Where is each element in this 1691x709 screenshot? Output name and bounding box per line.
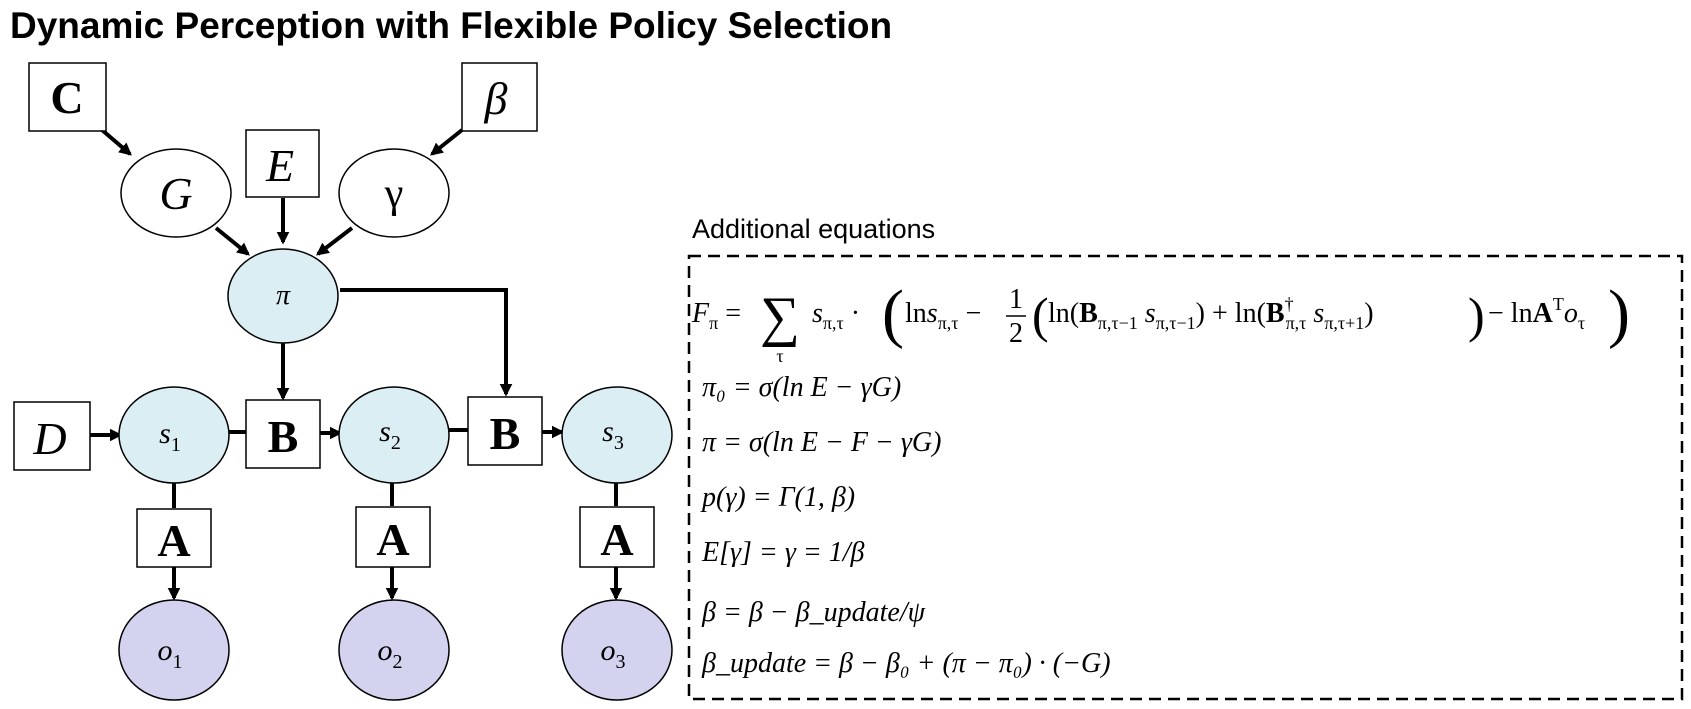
- equation-beta: β = β − β_update/ψ: [701, 597, 926, 628]
- svg-text:o2: o2: [378, 634, 403, 673]
- box-b1: B: [245, 399, 321, 469]
- svg-text:lnsπ,τ −: lnsπ,τ −: [905, 298, 981, 333]
- svg-text:2: 2: [1009, 318, 1023, 349]
- svg-text:1: 1: [1009, 284, 1023, 315]
- svg-text:o1: o1: [158, 634, 183, 673]
- equation-pi-prior: π₀ = σ(ln E − γG): [702, 372, 901, 403]
- box-a2: A: [355, 506, 431, 568]
- svg-text:G: G: [159, 168, 192, 219]
- equation-beta-update: β_update = β − β₀ + (π − π₀) · (−G): [701, 648, 1111, 679]
- node-g: G: [120, 148, 232, 238]
- svg-text:): ): [1468, 287, 1485, 343]
- box-c: C: [28, 62, 107, 132]
- box-b2: B: [467, 396, 543, 466]
- svg-text:C: C: [50, 72, 83, 123]
- svg-text:A: A: [376, 514, 409, 565]
- svg-text:β: β: [484, 73, 508, 124]
- edge-pi-to-b2: [340, 288, 513, 397]
- svg-text:A: A: [157, 515, 190, 566]
- svg-text:Fπ =: Fπ =: [691, 298, 741, 333]
- box-a1: A: [136, 508, 212, 568]
- equation-e-gamma: E[γ] = γ = 1/β: [701, 537, 865, 568]
- node-s3: s3: [561, 386, 673, 484]
- svg-text:E: E: [265, 140, 294, 191]
- edge-gamma-to-pi: [315, 226, 354, 256]
- equation-free-energy: Fπ = ∑ τ sπ,τ · ( lnsπ,τ − 1 2 ( ln(Bπ,τ…: [691, 277, 1630, 366]
- edge-g-to-pi: [214, 226, 250, 256]
- edges: [90, 128, 623, 601]
- svg-text:s1: s1: [159, 417, 181, 456]
- equations-heading: Additional equations: [692, 214, 935, 244]
- svg-text:sπ,τ ·: sπ,τ ·: [812, 298, 860, 333]
- equation-p-gamma: p(γ) = Γ(1, β): [700, 482, 855, 513]
- svg-text:(: (: [882, 277, 904, 350]
- box-a3: A: [579, 506, 655, 568]
- page-title: Dynamic Perception with Flexible Policy …: [10, 5, 892, 46]
- node-gamma: γ: [338, 148, 450, 238]
- svg-text:π: π: [276, 280, 291, 311]
- svg-text:γ: γ: [384, 171, 404, 217]
- node-pi: π: [227, 248, 339, 344]
- svg-text:s2: s2: [379, 415, 401, 454]
- equations-box: [687, 254, 1684, 701]
- svg-text:(: (: [1032, 287, 1049, 343]
- node-o1: o1: [118, 599, 230, 701]
- svg-text:− lnAToτ: − lnAToτ: [1488, 294, 1585, 333]
- svg-text:∑: ∑: [760, 286, 800, 348]
- svg-text:D: D: [32, 413, 66, 464]
- svg-text:o3: o3: [601, 634, 626, 673]
- svg-text:s3: s3: [602, 415, 624, 454]
- node-o2: o2: [338, 599, 450, 701]
- node-s1: s1: [118, 386, 230, 484]
- edge-beta-to-gamma: [430, 128, 464, 156]
- svg-text:B: B: [268, 411, 299, 462]
- node-s2: s2: [338, 386, 450, 484]
- box-d: D: [13, 401, 91, 471]
- box-beta: β: [461, 62, 538, 132]
- svg-text:A: A: [600, 514, 633, 565]
- svg-text:ln(Bπ,τ−1 sπ,τ−1) + ln(B†π,τ s: ln(Bπ,τ−1 sπ,τ−1) + ln(B†π,τ sπ,τ+1): [1048, 294, 1374, 333]
- box-e: E: [245, 129, 320, 198]
- svg-text:τ: τ: [776, 346, 783, 366]
- svg-text:B: B: [490, 408, 521, 459]
- edge-c-to-g: [100, 128, 132, 156]
- equation-pi-posterior: π = σ(ln E − F − γG): [702, 427, 941, 458]
- svg-text:): ): [1608, 277, 1630, 350]
- node-o3: o3: [561, 599, 673, 701]
